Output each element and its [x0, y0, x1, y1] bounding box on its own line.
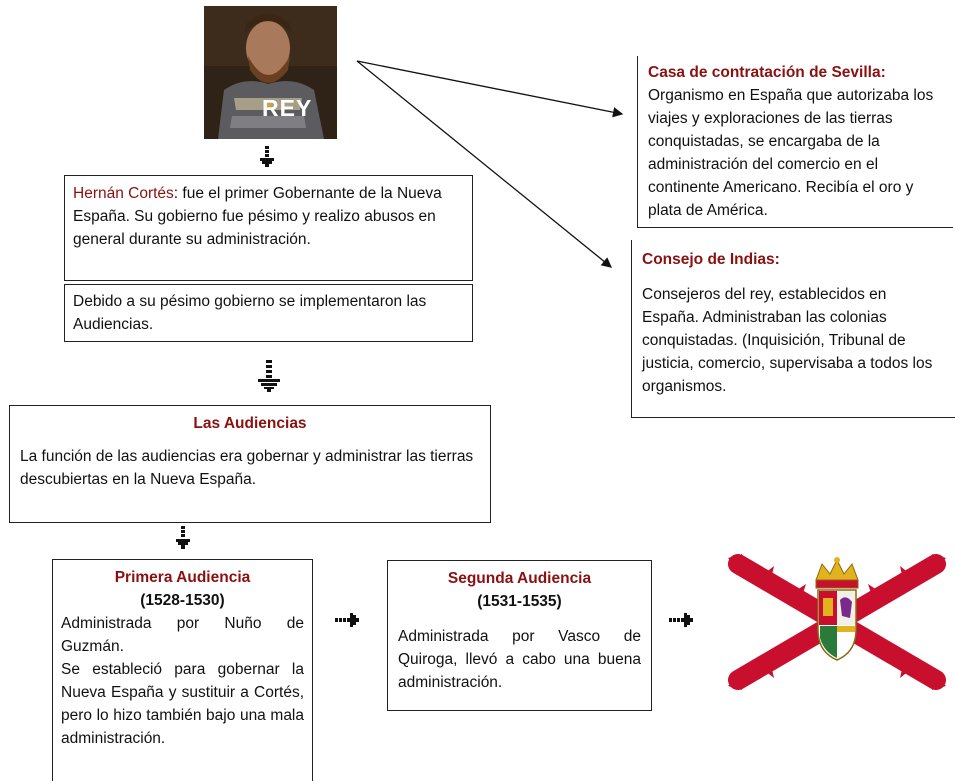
consejo-box: Consejo de Indias: Consejeros del rey, e… — [631, 240, 955, 418]
primera-years: (1528-1530) — [140, 592, 225, 609]
audiencias-title: Las Audiencias — [193, 415, 307, 432]
rey-label: REY — [262, 95, 313, 121]
casa-text: Organismo en España que autorizaba los v… — [648, 87, 934, 219]
cortes-box: Hernán Cortés: fue el primer Gobernante … — [64, 175, 473, 281]
debido-text: Debido a su pésimo gobierno se implement… — [73, 293, 427, 333]
consejo-text: Consejeros del rey, establecidos en Espa… — [642, 286, 933, 395]
down-arrow-icon — [260, 146, 274, 167]
casa-title: Casa de contratación de Sevilla: — [648, 64, 886, 81]
casa-box: Casa de contratación de Sevilla: Organis… — [637, 56, 953, 228]
cortes-name: Hernán Cortés — [73, 185, 174, 202]
segunda-text: Administrada por Vasco de Quiroga, llevó… — [398, 628, 641, 691]
audiencias-text: La función de las audiencias era goberna… — [20, 448, 474, 488]
right-arrow-icon — [335, 613, 359, 627]
segunda-title: Segunda Audiencia — [447, 570, 592, 587]
segunda-years: (1531-1535) — [477, 593, 562, 610]
debido-box: Debido a su pésimo gobierno se implement… — [64, 284, 473, 342]
king-portrait: REY — [204, 6, 337, 139]
primera-text1: Administrada por Nuño de Guzmán. — [61, 615, 304, 655]
segunda-box: Segunda Audiencia (1531-1535) Administra… — [387, 560, 652, 711]
down-arrow-icon — [176, 526, 190, 549]
primera-box: Primera Audiencia (1528-1530) Administra… — [52, 559, 313, 781]
arrow-to-casa — [356, 60, 624, 118]
burgundy-cross-flag-icon — [728, 554, 946, 690]
king-portrait-image — [204, 6, 337, 139]
primera-text2: Se estableció para gobernar la Nueva Esp… — [61, 661, 304, 747]
cortes-text: : fue el primer Gobernante de la Nueva E… — [73, 185, 442, 248]
primera-title: Primera Audiencia — [114, 569, 251, 586]
down-arrow-icon — [258, 360, 280, 392]
consejo-title: Consejo de Indias: — [642, 251, 780, 268]
arrow-to-consejo — [356, 60, 613, 268]
right-arrow-icon — [669, 613, 693, 627]
audiencias-box: Las Audiencias La función de las audienc… — [9, 405, 491, 523]
